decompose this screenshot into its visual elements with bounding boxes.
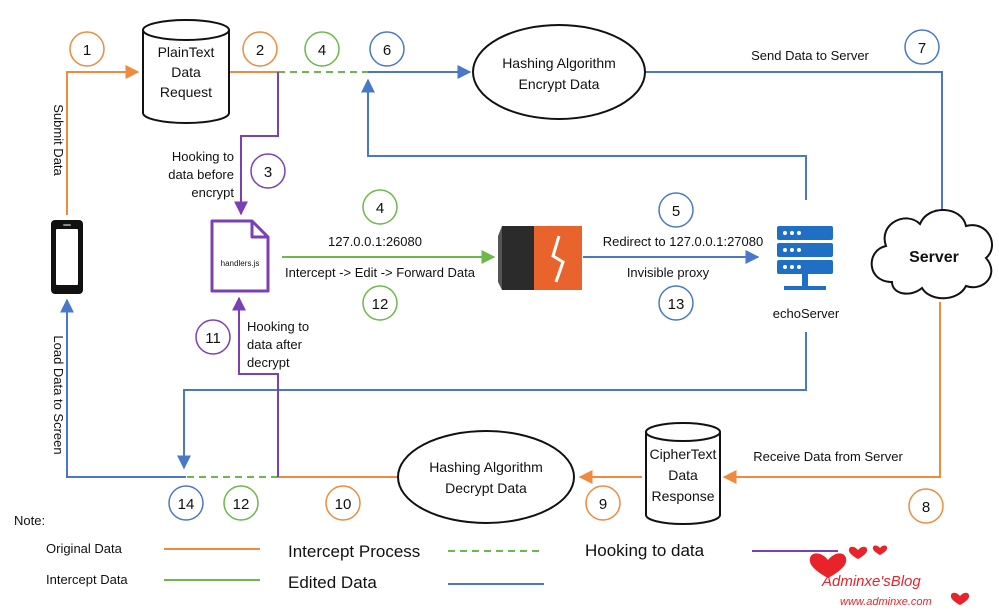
connectors bbox=[60, 65, 949, 484]
ciphertext-response-cylinder: CipherText Data Response bbox=[645, 422, 721, 525]
legend-intercept-process-label: Intercept Process bbox=[288, 542, 420, 561]
blog-watermark-logo: Adminxe'sBlog www.adminxe.com bbox=[809, 545, 970, 608]
submit-arrow bbox=[66, 65, 140, 215]
step-circle: 11 bbox=[195, 319, 231, 355]
legend-hooking-label: Hooking to data bbox=[585, 541, 705, 560]
step-circle: 4 bbox=[362, 189, 398, 225]
legend-intercept-data-label: Intercept Data bbox=[46, 572, 128, 587]
hook-before-line-2: data before bbox=[168, 167, 234, 182]
step-circle: 13 bbox=[658, 285, 694, 321]
receive-from-server-arrow bbox=[722, 302, 941, 484]
legend-edited-label: Edited Data bbox=[288, 573, 377, 592]
intercept-edit-forward-label: Intercept -> Edit -> Forward Data bbox=[285, 265, 476, 280]
step-circle: 7 bbox=[904, 29, 940, 65]
mobile-phone-icon bbox=[51, 220, 83, 294]
step-circle: 12 bbox=[362, 285, 398, 321]
server-label: Server bbox=[909, 249, 959, 266]
step-label: 12 bbox=[372, 296, 389, 313]
step-label: 12 bbox=[233, 496, 250, 513]
plaintext-line-2: Data bbox=[171, 64, 201, 80]
handlers-js-label: handlers.js bbox=[221, 259, 260, 268]
decrypt-line-1: Hashing Algorithm bbox=[429, 459, 543, 475]
legend: Note: Original Data Intercept Data Inter… bbox=[14, 513, 838, 592]
encrypt-line-1: Hashing Algorithm bbox=[502, 55, 616, 71]
blog-name: Adminxe'sBlog bbox=[821, 573, 921, 590]
heart-icon bbox=[809, 553, 847, 578]
ciphertext-line-2: Data bbox=[668, 467, 698, 483]
step-label: 1 bbox=[83, 42, 91, 59]
step-label: 4 bbox=[376, 200, 384, 217]
hashing-decrypt-node: Hashing Algorithm Decrypt Data bbox=[397, 430, 575, 524]
legend-note: Note: bbox=[14, 513, 45, 528]
echo-server-icon bbox=[777, 226, 833, 290]
step-circle: 5 bbox=[658, 192, 694, 228]
step-circle: 6 bbox=[369, 31, 405, 67]
step-circle: 4 bbox=[304, 31, 340, 67]
echo-loop-top bbox=[361, 78, 807, 200]
step-circle: 3 bbox=[250, 153, 286, 189]
echo-server-label: echoServer bbox=[773, 306, 840, 321]
echo-loop-bottom bbox=[177, 332, 807, 470]
step-label: 2 bbox=[256, 42, 264, 59]
plaintext-line-1: PlainText bbox=[158, 44, 215, 60]
hook-before-line-1: Hooking to bbox=[172, 149, 234, 164]
step-label: 7 bbox=[918, 40, 926, 57]
hook-before-arrow bbox=[234, 72, 279, 216]
submit-data-label: Submit Data bbox=[51, 104, 66, 176]
receive-data-label: Receive Data from Server bbox=[753, 449, 903, 464]
plaintext-line-3: Request bbox=[160, 84, 212, 100]
encrypt-line-2: Encrypt Data bbox=[519, 76, 600, 92]
heart-icon bbox=[848, 546, 868, 559]
step-label: 6 bbox=[383, 42, 391, 59]
step-label: 14 bbox=[178, 496, 195, 513]
step-circle: 2 bbox=[242, 31, 278, 67]
step-circle: 1 bbox=[69, 31, 105, 67]
load-data-label: Load Data to Screen bbox=[51, 335, 66, 454]
step-label: 8 bbox=[922, 499, 930, 516]
load-to-screen-arrow bbox=[60, 298, 186, 478]
step-label: 3 bbox=[264, 164, 272, 181]
ciphertext-line-3: Response bbox=[651, 488, 714, 504]
step-label: 5 bbox=[672, 203, 680, 220]
step-circle: 10 bbox=[325, 485, 361, 521]
step-circle: 8 bbox=[908, 488, 944, 524]
send-to-server-arrow bbox=[645, 71, 949, 224]
blog-url: www.adminxe.com bbox=[840, 596, 932, 608]
decrypt-line-2: Decrypt Data bbox=[445, 480, 527, 496]
handlers-js-file-icon: handlers.js bbox=[210, 219, 270, 293]
step-label: 13 bbox=[668, 296, 685, 313]
invisible-proxy-label: Invisible proxy bbox=[627, 265, 710, 280]
step-circle: 9 bbox=[585, 485, 621, 521]
step-label: 11 bbox=[205, 330, 221, 347]
step-circle: 14 bbox=[168, 485, 204, 521]
step-label: 10 bbox=[335, 496, 352, 513]
hook-before-line-3: encrypt bbox=[191, 185, 234, 200]
addr-26080-label: 127.0.0.1:26080 bbox=[328, 234, 422, 249]
heart-icon bbox=[872, 545, 888, 555]
step-circle: 12 bbox=[223, 485, 259, 521]
step-label: 4 bbox=[318, 42, 326, 59]
step-label: 9 bbox=[599, 496, 607, 513]
hook-after-line-1: Hooking to bbox=[247, 319, 309, 334]
redirect-label: Redirect to 127.0.0.1:27080 bbox=[603, 234, 763, 249]
ciphertext-line-1: CipherText bbox=[650, 446, 717, 462]
hook-after-arrow bbox=[232, 296, 279, 477]
hook-after-line-2: data after bbox=[247, 337, 303, 352]
send-data-label: Send Data to Server bbox=[751, 48, 869, 63]
plaintext-request-cylinder: PlainText Data Request bbox=[142, 19, 230, 124]
heart-icon bbox=[950, 592, 970, 605]
hashing-encrypt-node: Hashing Algorithm Encrypt Data bbox=[472, 24, 646, 120]
hook-after-line-3: decrypt bbox=[247, 355, 290, 370]
burp-suite-icon bbox=[498, 226, 582, 290]
legend-original-label: Original Data bbox=[46, 541, 123, 556]
server-cloud-node: Server bbox=[870, 209, 993, 300]
